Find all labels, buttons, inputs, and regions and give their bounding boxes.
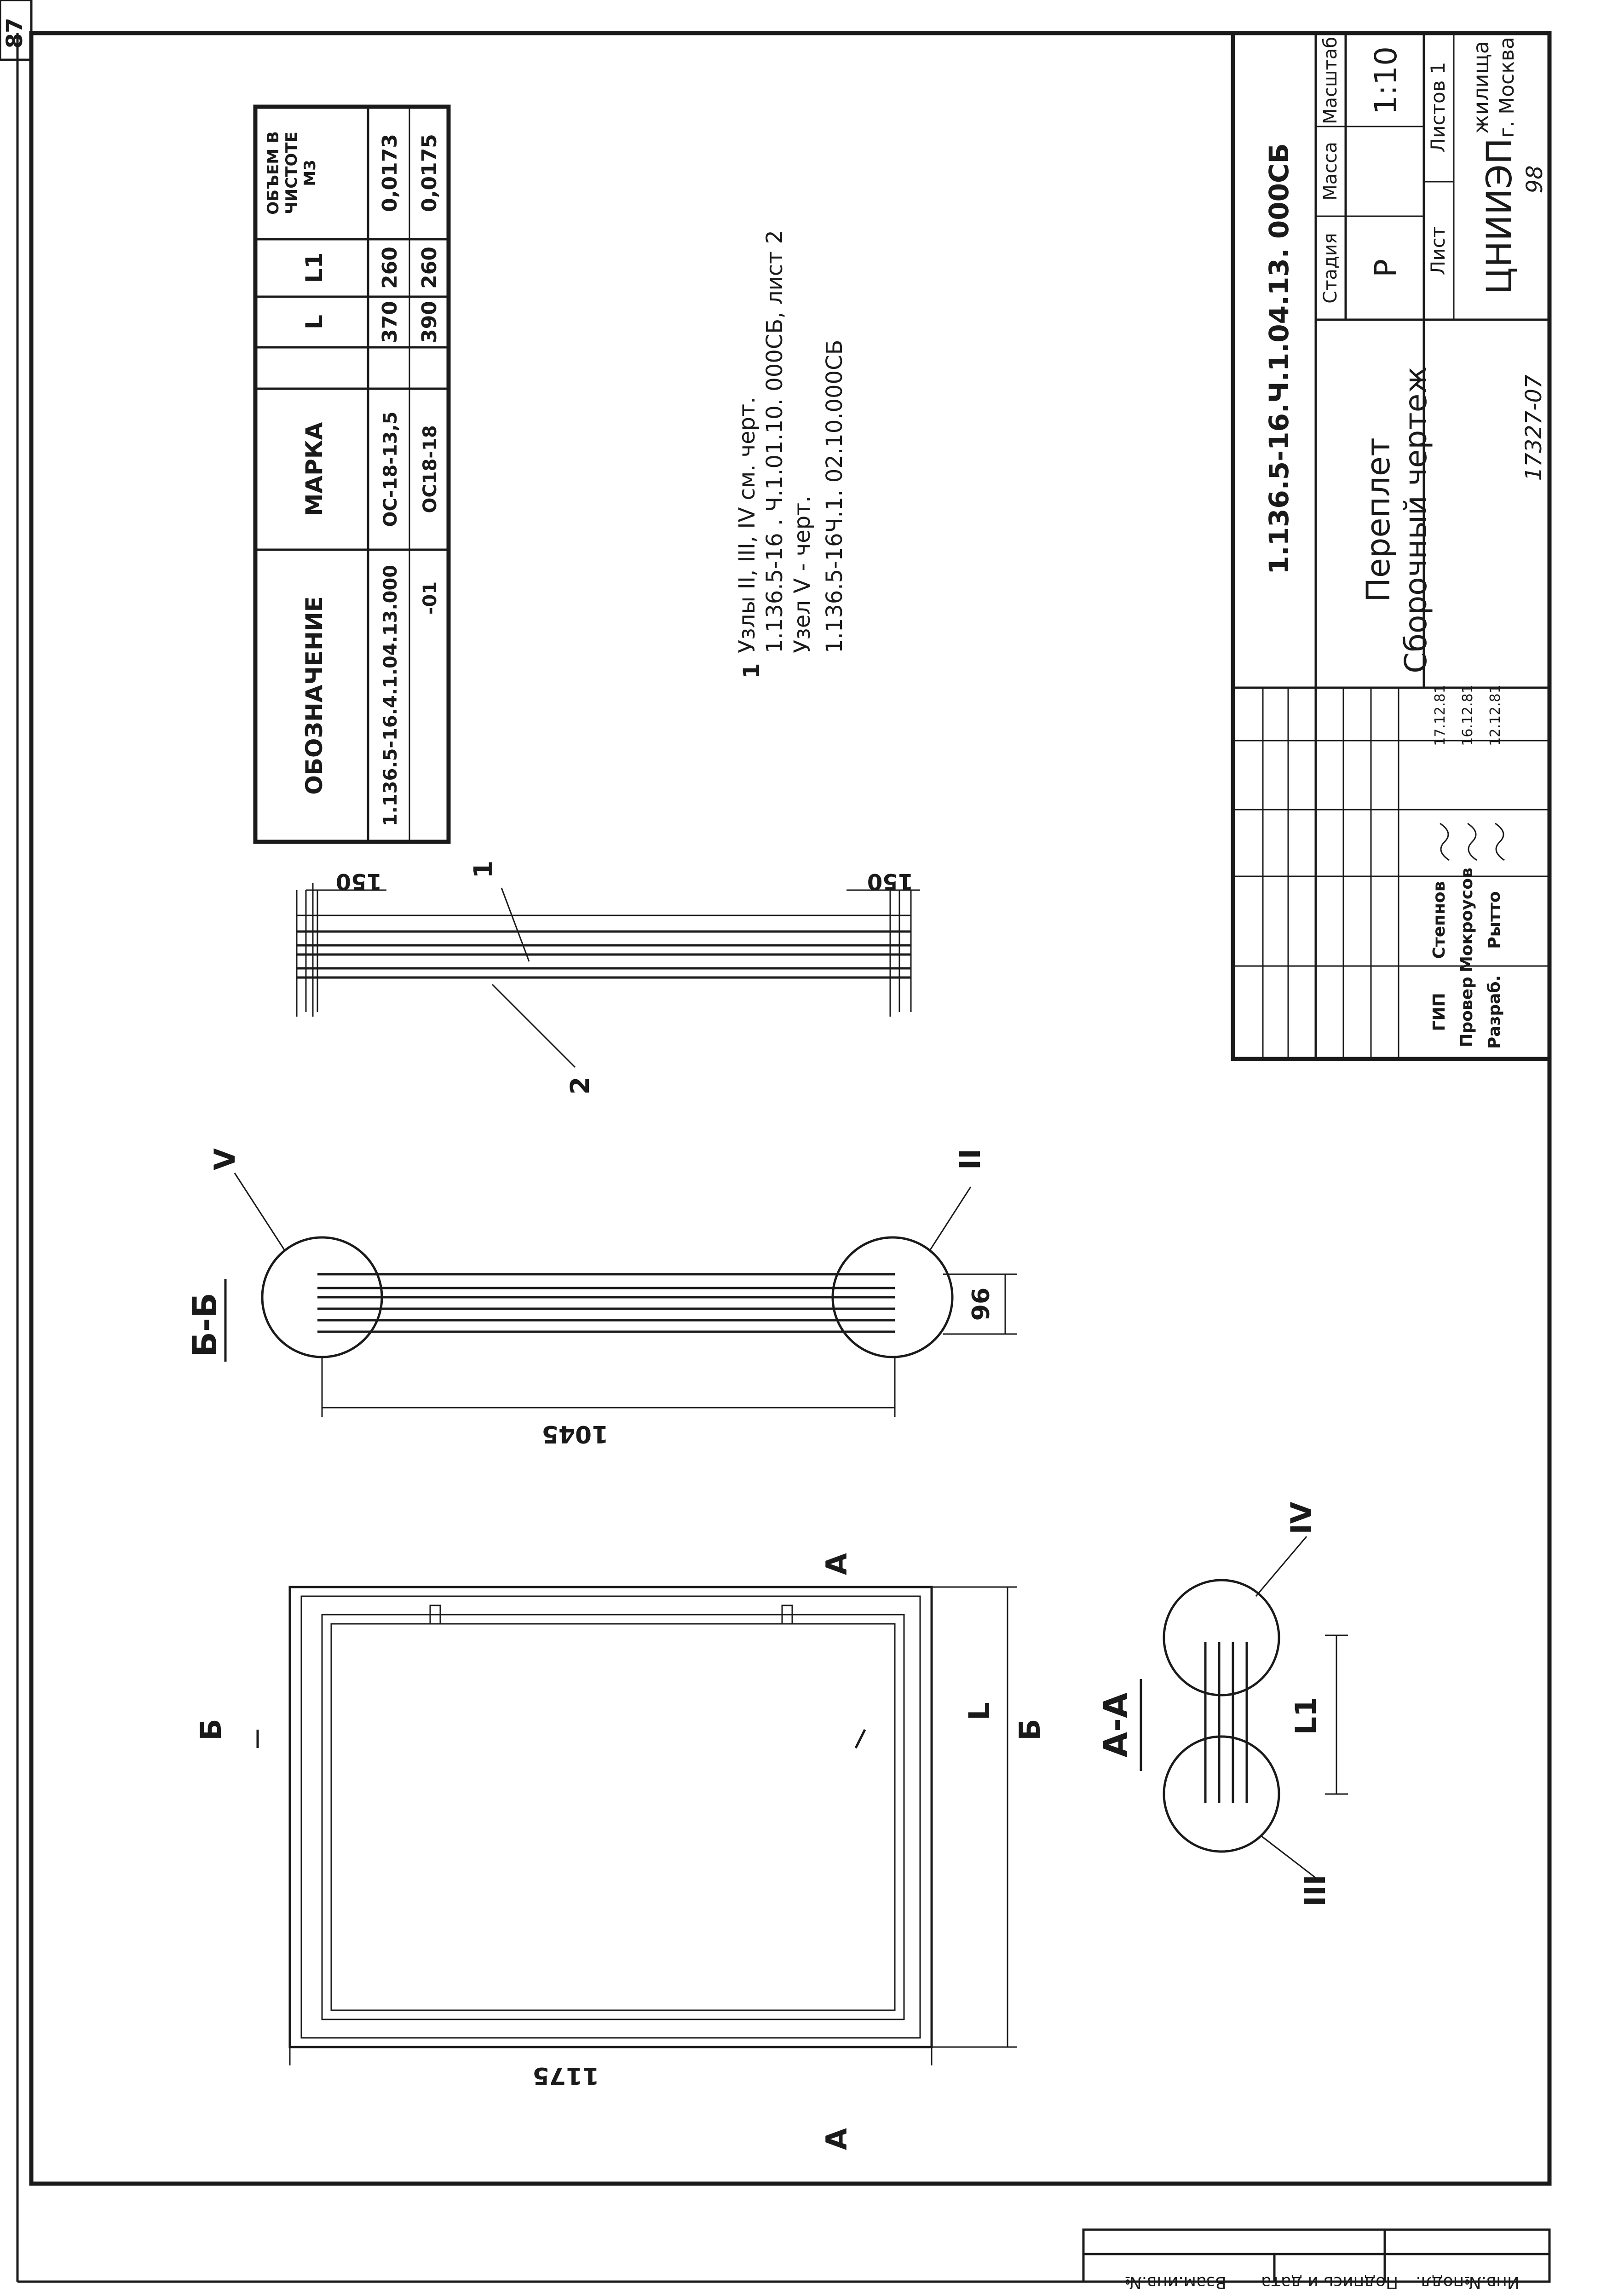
role-2: Провер bbox=[1457, 977, 1476, 1047]
document-code: 1.136.5-16.Ч.1.04.13. 000СБ bbox=[1263, 143, 1295, 575]
node-ii-circle bbox=[831, 1236, 954, 1358]
name-1: Степнов bbox=[1430, 881, 1449, 959]
org-city: г. Москва bbox=[1495, 37, 1519, 138]
strip-inv-no: Инв.№подл. bbox=[1416, 2273, 1519, 2289]
signature-2 bbox=[1467, 822, 1477, 861]
sheet-number: 87 bbox=[2, 18, 28, 49]
scale-value: 1:10 bbox=[1368, 46, 1404, 115]
bottom-strip: Инв.№подл. Подпись и дата Взам.инв.№ bbox=[1082, 2228, 1551, 2289]
node-iii-circle bbox=[1163, 1735, 1280, 1853]
header-mark: МАРКА bbox=[301, 422, 328, 516]
note-marker: 1 bbox=[739, 663, 765, 679]
date-3: 12.12.81 bbox=[1487, 684, 1503, 746]
sheet-label: Лист bbox=[1427, 226, 1449, 275]
cut-a-top: А bbox=[820, 1553, 853, 1575]
header-designation: ОБОЗНАЧЕНИЕ bbox=[301, 596, 328, 795]
row1-designation: 1.136.5-16.4.1.04.13.000 bbox=[380, 565, 401, 826]
section-a-a: А-А III IV L1 bbox=[1096, 1501, 1348, 1907]
sheet-index: 98 bbox=[1522, 165, 1548, 193]
role-3: Разраб. bbox=[1485, 975, 1504, 1049]
archive-number: 17327-07 bbox=[1521, 374, 1547, 481]
dim-150-top: 150 bbox=[336, 868, 382, 894]
dim-1045: 1045 bbox=[542, 1420, 609, 1448]
dim-l: L bbox=[962, 1702, 996, 1720]
stage-label: Стадия bbox=[1320, 233, 1341, 303]
document-name: Переплет bbox=[1359, 437, 1397, 602]
node-iii-label: III bbox=[1298, 1875, 1332, 1906]
note-line-4: 1.136.5-16Ч.1. 02.10.000СБ bbox=[822, 339, 847, 653]
row1-volume: 0,0173 bbox=[378, 134, 402, 212]
signature-3 bbox=[1495, 822, 1505, 861]
name-2: Мокроусов bbox=[1457, 868, 1476, 972]
row1-l: 370 bbox=[378, 301, 402, 343]
side-view: 150 150 1 2 bbox=[296, 861, 920, 1095]
org-suffix: жилища bbox=[1469, 41, 1493, 134]
scale-label: Масштаб bbox=[1320, 37, 1341, 124]
dim-96: 96 bbox=[967, 1288, 995, 1321]
role-1: ГИП bbox=[1430, 993, 1449, 1031]
section-aa-title: А-А bbox=[1096, 1692, 1135, 1758]
strip-signature-date: Подпись и дата bbox=[1261, 2273, 1398, 2289]
note-line-1: Узлы II, III, IV см. черт. bbox=[734, 397, 760, 653]
header-l: L bbox=[301, 315, 328, 329]
header-volume-1: ОБЪЕМ В bbox=[264, 131, 282, 215]
frame-view: Б Б А А 1175 L bbox=[194, 1553, 1047, 2150]
strip-replaces: Взам.инв.№ bbox=[1124, 2273, 1227, 2289]
section-b-b: Б-Б V II 1045 96 bbox=[185, 1148, 1017, 1448]
note-line-3: Узел V - черт. bbox=[789, 496, 815, 654]
node-ii-label: II bbox=[953, 1149, 987, 1170]
cut-a-bottom: А bbox=[820, 2128, 853, 2150]
signature-1 bbox=[1440, 822, 1450, 861]
section-bb-title: Б-Б bbox=[185, 1293, 224, 1357]
note-line-2: 1.136.5-16 . Ч.1.01.10. 000СБ, лист 2 bbox=[762, 230, 788, 653]
name-3: Рытто bbox=[1485, 891, 1504, 949]
title-block: 1.136.5-16.Ч.1.04.13. 000СБ Переплет Сбо… bbox=[1231, 31, 1552, 1061]
node-v-label: V bbox=[208, 1148, 242, 1170]
row1-mark: ОС-18-13,5 bbox=[380, 412, 401, 527]
dim-150-bottom: 150 bbox=[867, 868, 913, 894]
row1-l1: 260 bbox=[378, 247, 402, 289]
stage-value: Р bbox=[1368, 259, 1404, 277]
org-name: ЦНИИЭП bbox=[1479, 138, 1520, 294]
leader-2: 2 bbox=[565, 1077, 595, 1095]
notes: 1 Узлы II, III, IV см. черт. 1.136.5-16 … bbox=[734, 230, 847, 679]
header-volume-3: М3 bbox=[301, 160, 319, 186]
date-2: 16.12.81 bbox=[1460, 684, 1476, 746]
cut-b-top: Б bbox=[194, 1719, 228, 1740]
sheet-number-box: 87 bbox=[0, 0, 33, 61]
mass-label: Масса bbox=[1320, 142, 1341, 201]
cut-b-bottom: Б bbox=[1013, 1719, 1047, 1740]
dim-1175: 1175 bbox=[533, 2062, 599, 2089]
header-volume-2: ЧИСТОТЕ bbox=[282, 132, 301, 214]
row2-l: 390 bbox=[418, 301, 441, 343]
leader-1: 1 bbox=[469, 861, 499, 879]
spec-table: ОБЪЕМ В ЧИСТОТЕ М3 L1 L МАРКА ОБОЗНАЧЕНИ… bbox=[253, 104, 451, 844]
node-iv-label: IV bbox=[1284, 1501, 1318, 1534]
header-l1: L1 bbox=[301, 253, 328, 283]
dim-l1: L1 bbox=[1289, 1697, 1323, 1735]
row2-designation: -01 bbox=[420, 581, 441, 615]
sheets-label: Листов 1 bbox=[1427, 62, 1449, 153]
row2-l1: 260 bbox=[418, 247, 441, 289]
document-type: Сборочный чертеж bbox=[1398, 366, 1434, 673]
date-1: 17.12.81 bbox=[1432, 684, 1448, 746]
node-iv-circle bbox=[1163, 1579, 1280, 1697]
row2-mark: ОС18-18 bbox=[420, 425, 441, 513]
row2-volume: 0,0175 bbox=[418, 134, 441, 212]
